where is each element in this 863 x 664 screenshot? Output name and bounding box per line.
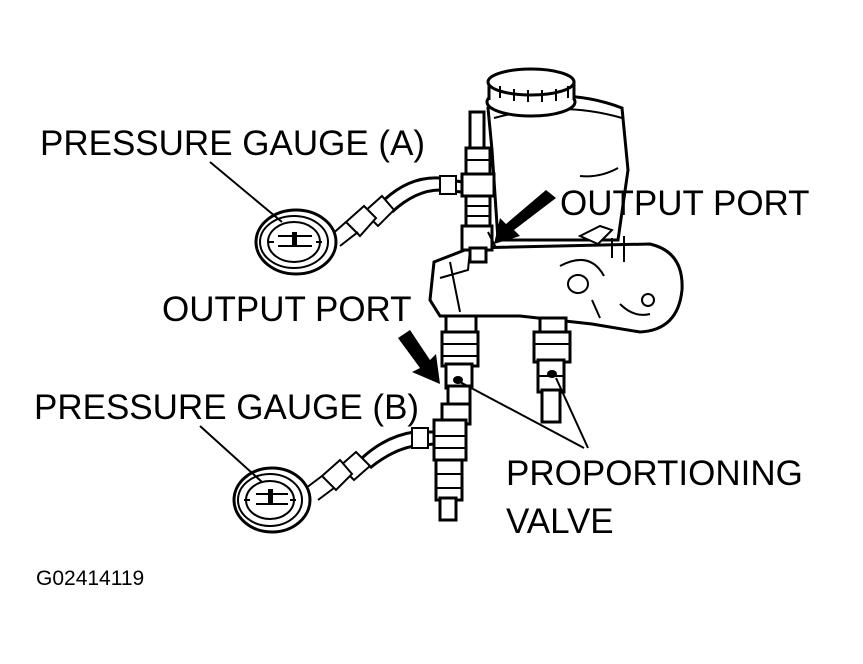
gauge-a-hose xyxy=(329,175,463,247)
reservoir xyxy=(485,67,630,242)
lower-brake-line xyxy=(432,314,480,522)
arrow-output-port-upper xyxy=(494,190,556,244)
leader-valve-right xyxy=(555,377,589,449)
output-port-left-label: OUTPUT PORT xyxy=(162,290,412,329)
leader-gauge-a xyxy=(209,161,283,223)
master-cylinder-body xyxy=(428,224,684,334)
upper-brake-line xyxy=(460,110,497,264)
pressure-gauge-a xyxy=(254,208,338,276)
pressure-gauge-b-label: PRESSURE GAUGE (B) xyxy=(34,388,420,427)
pressure-gauge-a-label: PRESSURE GAUGE (A) xyxy=(40,124,426,163)
reservoir-cap xyxy=(485,67,577,118)
proportioning-valve-label-line1: PROPORTIONING xyxy=(506,454,803,493)
leader-valve-left xyxy=(459,381,585,449)
output-port-right-label: OUTPUT PORT xyxy=(560,184,810,223)
arrow-output-port-lower xyxy=(398,330,440,384)
proportioning-valve-right xyxy=(532,316,572,424)
gauge-b-hose xyxy=(305,427,435,501)
pressure-gauge-b xyxy=(232,466,312,534)
figure-id: G02414119 xyxy=(36,567,145,590)
proportioning-valve-label-line2: VALVE xyxy=(506,502,614,541)
leader-gauge-b xyxy=(199,425,263,483)
